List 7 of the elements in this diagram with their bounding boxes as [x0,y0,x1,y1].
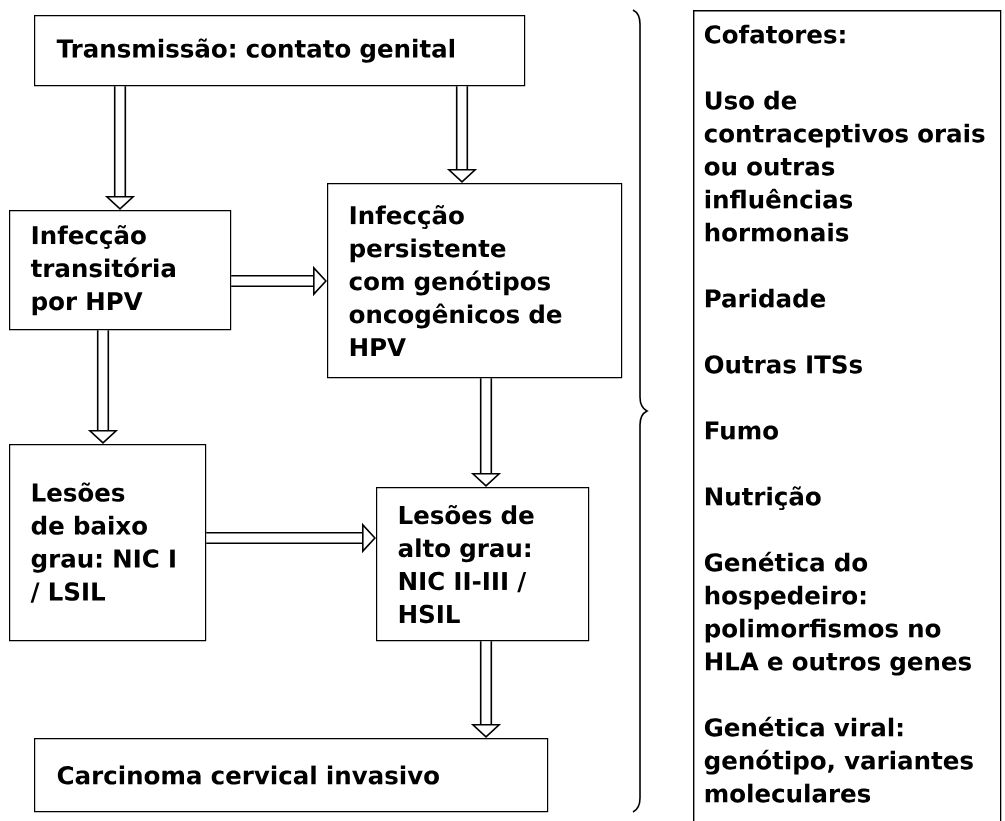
cofactor-list-box: Cofatores: Uso de contraceptivos orais ou outras influências hormonais Paridade Outras ITSs Fumo Nutrição Genética do hospedeiro: polimorfismos no HLA e outros genes Genética viral: genótipo, variantes moleculares [693,10,1002,821]
process-box: Lesões de baixo grau: NIC I / LSIL [9,444,207,642]
process-box: Carcinoma cervical invasivo [34,738,549,813]
process-box: Infecção transitória por HPV [9,210,232,331]
process-box: Lesões de alto grau: NIC II-III / HSIL [376,487,590,642]
process-box: Transmissão: contato genital [34,15,526,87]
process-box: Infecção persistente com genótipos oncogênicos de HPV [327,183,623,379]
